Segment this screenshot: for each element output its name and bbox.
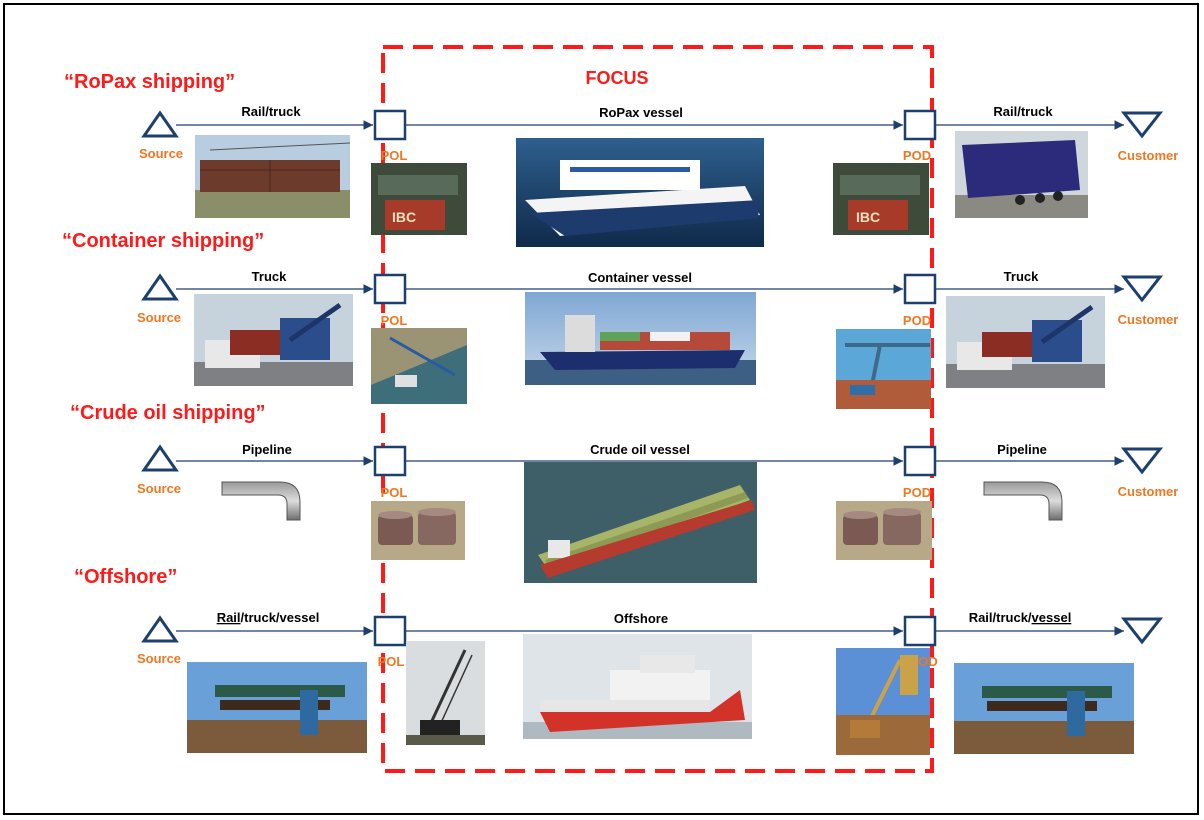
pol-label: POL bbox=[381, 148, 408, 163]
pol-label: POL bbox=[381, 485, 408, 500]
port-containers-photo: IBC bbox=[371, 163, 467, 235]
source-label: Source bbox=[137, 651, 181, 666]
row-title: “RoPax shipping” bbox=[64, 71, 235, 93]
pod-node bbox=[903, 445, 937, 477]
row-title: “Container shipping” bbox=[62, 230, 264, 252]
leg-out-label: Truck bbox=[1004, 269, 1039, 284]
source-triangle-icon bbox=[141, 444, 179, 472]
source-triangle-icon bbox=[141, 110, 179, 138]
pod-label: POD bbox=[903, 485, 931, 500]
sea-leg-label: Offshore bbox=[614, 611, 668, 626]
pipeline-elbow-icon bbox=[983, 481, 1063, 521]
oil-tanks-photo bbox=[836, 501, 932, 560]
pod-node bbox=[903, 109, 937, 141]
gantry-crane-photo bbox=[836, 329, 931, 409]
sea-leg-label: Container vessel bbox=[588, 270, 692, 285]
container-terminal-photo bbox=[371, 328, 467, 404]
pod-label: POD bbox=[903, 148, 931, 163]
crawler-crane-photo bbox=[406, 641, 485, 745]
customer-triangle-icon bbox=[1120, 447, 1164, 475]
pod-node bbox=[903, 273, 937, 305]
oil-tanks-photo bbox=[371, 501, 465, 560]
leg-in-label: Truck bbox=[252, 269, 287, 284]
port-containers-photo: IBC bbox=[833, 163, 929, 235]
leg-in-rest: /truck/vessel bbox=[241, 610, 320, 625]
leg-out-rest: Rail/truck/ bbox=[969, 610, 1032, 625]
focus-region bbox=[381, 45, 934, 773]
svg-text:IBC: IBC bbox=[856, 209, 880, 225]
semi-trailer-photo bbox=[955, 131, 1088, 218]
pod-label: OD bbox=[918, 654, 938, 669]
customer-triangle-icon bbox=[1120, 617, 1164, 645]
row-title: “Offshore” bbox=[74, 566, 177, 588]
sea-leg-label: RoPax vessel bbox=[599, 105, 683, 120]
pipeline-elbow-icon bbox=[221, 481, 301, 521]
leg-in-label: Pipeline bbox=[242, 442, 292, 457]
leg-out-label: Rail/truck/vessel bbox=[969, 610, 1072, 625]
pol-node bbox=[373, 615, 407, 647]
crude-tanker-photo bbox=[524, 462, 757, 583]
customer-label: Customer bbox=[1118, 484, 1179, 499]
leg-out-underlined-part: vessel bbox=[1032, 610, 1072, 625]
row-crude-oil: “Crude oil shipping” Source Pipeline POL… bbox=[70, 402, 1178, 583]
pol-node bbox=[373, 273, 407, 305]
customer-label: Customer bbox=[1118, 312, 1179, 327]
harbour-crane-photo bbox=[836, 648, 930, 755]
rail-wagons-photo bbox=[195, 135, 351, 218]
pod-node bbox=[903, 615, 937, 647]
source-triangle-icon bbox=[141, 273, 179, 301]
leg-in-underlined-part: Rail bbox=[217, 610, 241, 625]
container-ship-photo bbox=[525, 292, 756, 385]
customer-triangle-icon bbox=[1120, 275, 1164, 303]
leg-in-label: Rail/truck bbox=[241, 104, 301, 119]
row-container: “Container shipping” Source Truck POL Co… bbox=[62, 230, 1178, 409]
leg-out-label: Rail/truck bbox=[993, 104, 1053, 119]
row-offshore: “Offshore” Source Rail/truck/vessel POL … bbox=[74, 566, 1164, 755]
ropax-ferry-photo bbox=[516, 138, 764, 247]
sea-leg-label: Crude oil vessel bbox=[590, 442, 690, 457]
offshore-vessel-photo bbox=[523, 634, 752, 739]
source-label: Source bbox=[139, 146, 183, 161]
pol-node bbox=[373, 109, 407, 141]
customer-triangle-icon bbox=[1120, 111, 1164, 139]
reach-stacker-photo bbox=[194, 294, 353, 386]
source-label: Source bbox=[137, 310, 181, 325]
pol-label: POL bbox=[381, 313, 408, 328]
svg-text:IBC: IBC bbox=[392, 209, 416, 225]
reach-stacker-photo bbox=[946, 296, 1105, 388]
source-label: Source bbox=[137, 481, 181, 496]
pipe-handler-photo bbox=[187, 662, 367, 753]
leg-in-label: Rail/truck/vessel bbox=[217, 610, 320, 625]
source-triangle-icon bbox=[141, 615, 179, 643]
pod-label: POD bbox=[903, 313, 931, 328]
pol-label: POL bbox=[378, 654, 405, 669]
row-title: “Crude oil shipping” bbox=[70, 402, 266, 424]
pol-node bbox=[373, 445, 407, 477]
row-ropax: “RoPax shipping” Source Rail/truck POL R… bbox=[64, 71, 1178, 247]
customer-label: Customer bbox=[1118, 148, 1179, 163]
leg-out-label: Pipeline bbox=[997, 442, 1047, 457]
focus-label: FOCUS bbox=[586, 68, 649, 88]
pipe-handler-photo bbox=[954, 663, 1134, 754]
